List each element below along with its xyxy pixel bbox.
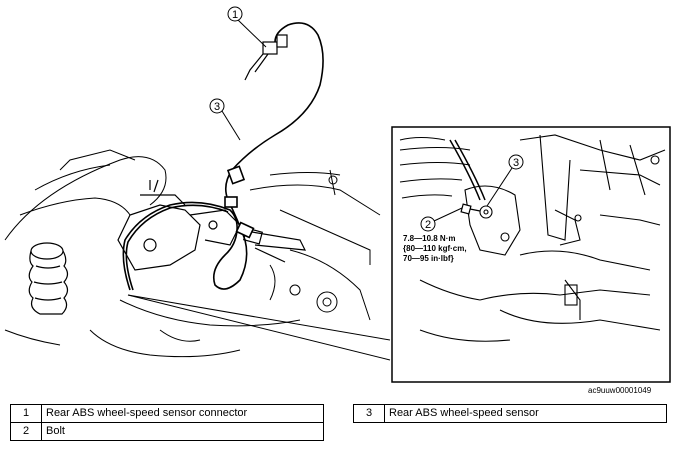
illustration: 1 3 2 3 7.8—10.8 N·m {80—110 kgf·cm, 70—… (4, 6, 671, 383)
figure-code: ac9uuw00001049 (588, 386, 652, 395)
detail-leader (127, 294, 391, 361)
knuckle-bracket (117, 179, 307, 271)
legend-row: 1 Rear ABS wheel-speed sensor connector (10, 404, 324, 423)
callout-2-number: 2 (425, 219, 431, 231)
bolt (460, 203, 481, 215)
callout-3-main (209, 98, 241, 141)
dust-boot (28, 242, 69, 315)
callout-3-main-number: 3 (214, 101, 220, 113)
legend-label: Rear ABS wheel-speed sensor (384, 404, 667, 423)
legend-label: Bolt (41, 422, 324, 441)
callout-2 (420, 207, 463, 232)
callout-1 (227, 6, 267, 48)
legend-row: 3 Rear ABS wheel-speed sensor (353, 404, 667, 423)
legend-table-right: 3 Rear ABS wheel-speed sensor (353, 404, 667, 423)
callout-3-detail (486, 154, 524, 207)
detail-inset (391, 126, 671, 383)
callout-3-detail-number: 3 (513, 157, 519, 169)
torque-spec-line3: 70—95 in·lbf} (403, 254, 454, 263)
legend-number: 3 (353, 404, 385, 423)
legend-row: 2 Bolt (10, 422, 324, 441)
callout-1-number: 1 (232, 9, 238, 21)
legend-table-left: 1 Rear ABS wheel-speed sensor connector … (10, 404, 324, 441)
harness-connector (244, 34, 288, 81)
torque-spec-line1: 7.8—10.8 N·m (403, 234, 455, 243)
body-frame (4, 149, 381, 358)
suspension-drawing (4, 22, 391, 361)
legend-label: Rear ABS wheel-speed sensor connector (41, 404, 324, 423)
sensor-harness (122, 22, 324, 291)
legend-number: 2 (10, 422, 42, 441)
torque-spec-line2: {80—110 kgf·cm, (403, 244, 467, 253)
legend-number: 1 (10, 404, 42, 423)
